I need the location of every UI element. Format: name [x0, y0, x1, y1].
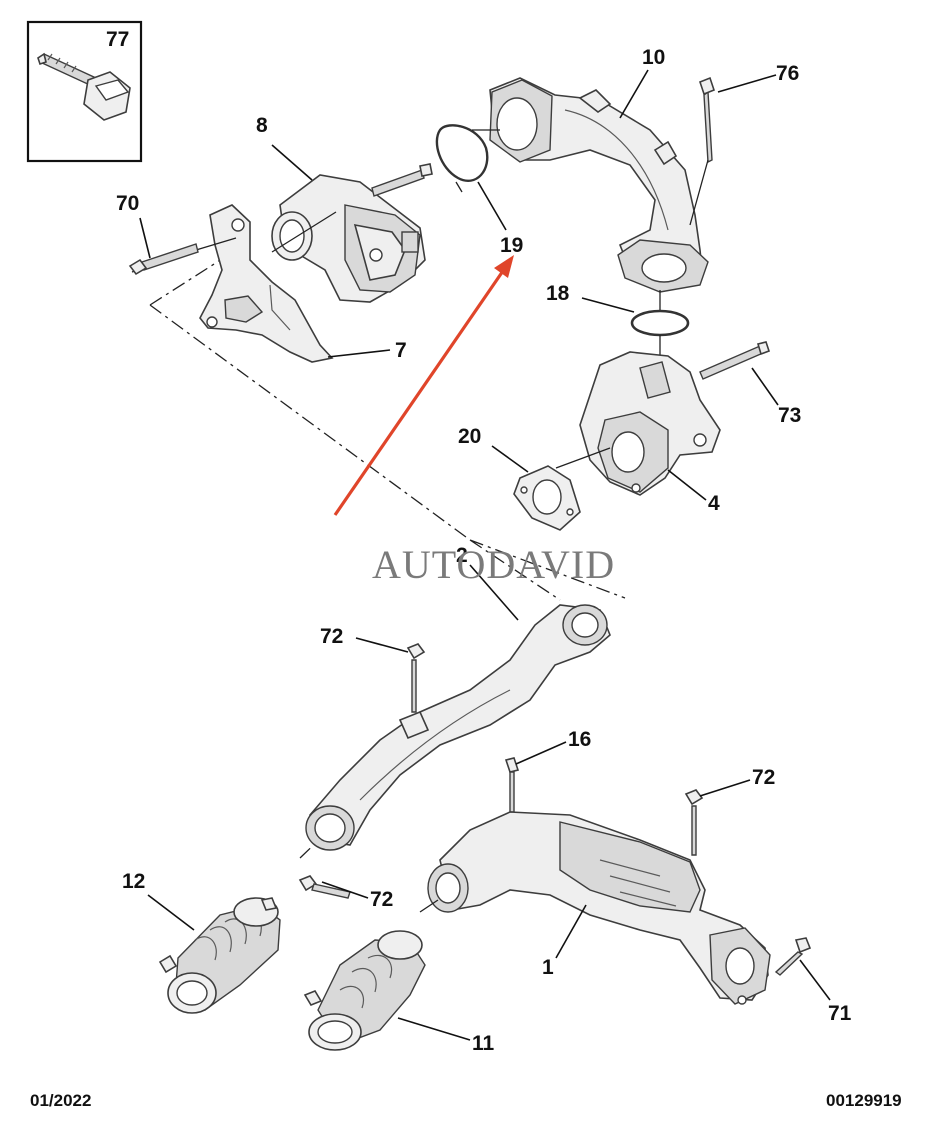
- bolt-73: [699, 345, 764, 380]
- air-pipe-2: [305, 604, 611, 851]
- inset-bolt-77: [26, 20, 143, 163]
- callout-18: 18: [546, 282, 570, 305]
- bolt-72-top: [406, 643, 426, 713]
- callout-73: 73: [778, 404, 801, 427]
- callout-2: 2: [456, 544, 468, 567]
- seal-18: [630, 309, 690, 337]
- callout-19: 19: [500, 234, 523, 257]
- assembly-line: [149, 249, 626, 601]
- throttle-body-8: [271, 174, 426, 303]
- bolt-72-right: [684, 789, 704, 856]
- callout-72-right: 72: [752, 766, 775, 789]
- callout-11: 11: [472, 1032, 495, 1055]
- callout-10: 10: [642, 46, 665, 69]
- watermark-text: AUTODAVID: [372, 542, 615, 587]
- intake-elbow-10: [489, 77, 709, 293]
- throttle-screw: [371, 169, 425, 197]
- hose-11: [303, 930, 426, 1051]
- hose-12: [158, 897, 281, 1014]
- callout-72-top: 72: [320, 625, 343, 648]
- ring-19: [435, 124, 489, 182]
- callout-4: 4: [708, 492, 720, 515]
- callout-70: 70: [116, 192, 139, 215]
- callout-71: 71: [828, 1002, 852, 1025]
- leader-lines: [139, 69, 831, 1041]
- sensor-16: [504, 757, 520, 813]
- bolt-72-bottom: [298, 875, 351, 899]
- housing-4: [579, 351, 721, 496]
- callout-1: 1: [542, 956, 554, 979]
- callout-20: 20: [458, 425, 481, 448]
- charge-duct-1: [427, 811, 771, 1005]
- footer-date: 01/2022: [30, 1091, 91, 1110]
- bolt-71: [774, 937, 812, 976]
- callout-8: 8: [256, 114, 268, 137]
- callout-76: 76: [776, 62, 799, 85]
- bolt-76: [703, 90, 713, 164]
- footer-reference: 00129919: [826, 1091, 902, 1110]
- callout-16: 16: [568, 728, 591, 751]
- red-arrow: [333, 255, 514, 516]
- callout-labels: 77 8 10 76 70 19 18 7 73 20 4 2 72 16 72…: [106, 28, 852, 1055]
- bracket-7: [199, 204, 334, 363]
- callout-72-bottom: 72: [370, 888, 393, 911]
- callout-77: 77: [106, 28, 129, 51]
- callout-12: 12: [122, 870, 145, 893]
- callout-7: 7: [395, 339, 407, 362]
- gasket-20: [513, 465, 581, 531]
